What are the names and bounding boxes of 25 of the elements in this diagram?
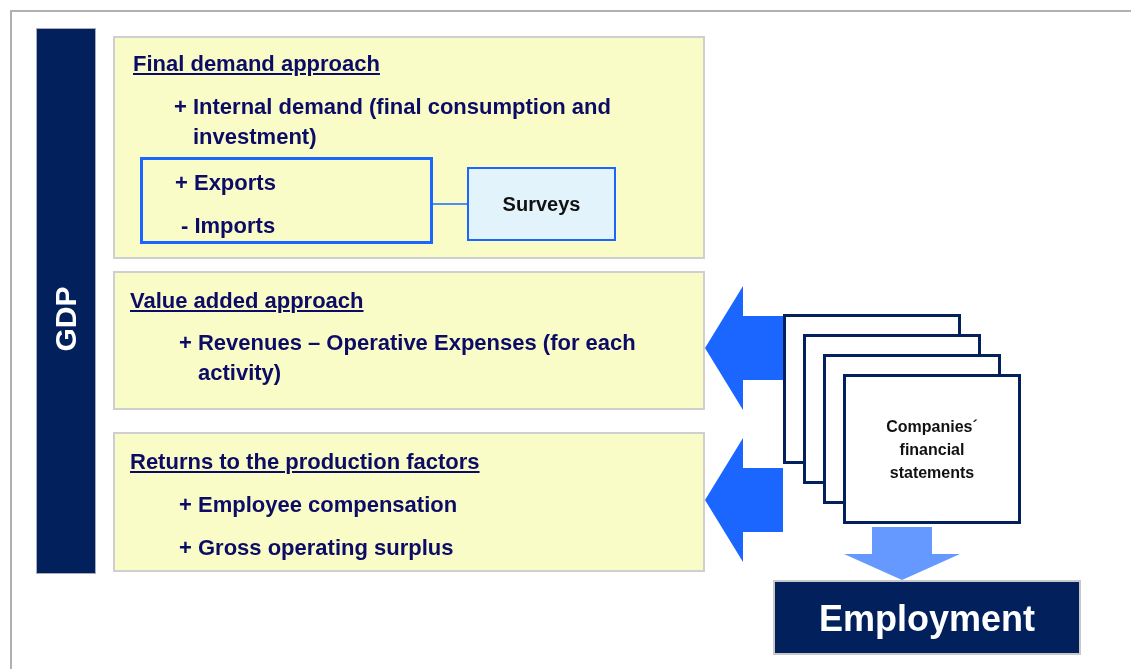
list-item: + Internal demand (final consumption and investment): [174, 93, 612, 151]
section-heading: Final demand approach: [133, 50, 380, 78]
section-heading: Returns to the production factors: [130, 448, 480, 476]
document-label: Companies´ financial statements: [885, 417, 979, 483]
result-label: Employment: [817, 598, 1036, 640]
block-arrow: [705, 438, 783, 562]
list-item: + Employee compensation: [179, 491, 458, 519]
source-label: Surveys: [501, 193, 582, 216]
source-box: [467, 167, 616, 241]
approach-panel: [113, 271, 705, 410]
block-arrow: [705, 286, 783, 410]
list-item: + Exports: [175, 169, 276, 197]
connector-line: [432, 203, 468, 205]
approach-panel: [113, 36, 705, 259]
approach-panel: [113, 432, 705, 572]
trade-group-box: [140, 157, 433, 244]
list-item: - Imports: [181, 212, 276, 240]
block-arrow: [844, 527, 960, 580]
vertical-title: GDP: [49, 286, 83, 352]
list-item: + Revenues – Operative Expenses (for each activity): [179, 329, 637, 387]
title-bar: [36, 28, 96, 574]
document-stack-drawing: [783, 314, 1021, 524]
section-heading: Value added approach: [130, 287, 364, 315]
list-item: + Gross operating surplus: [179, 534, 454, 562]
result-box: [773, 580, 1081, 655]
